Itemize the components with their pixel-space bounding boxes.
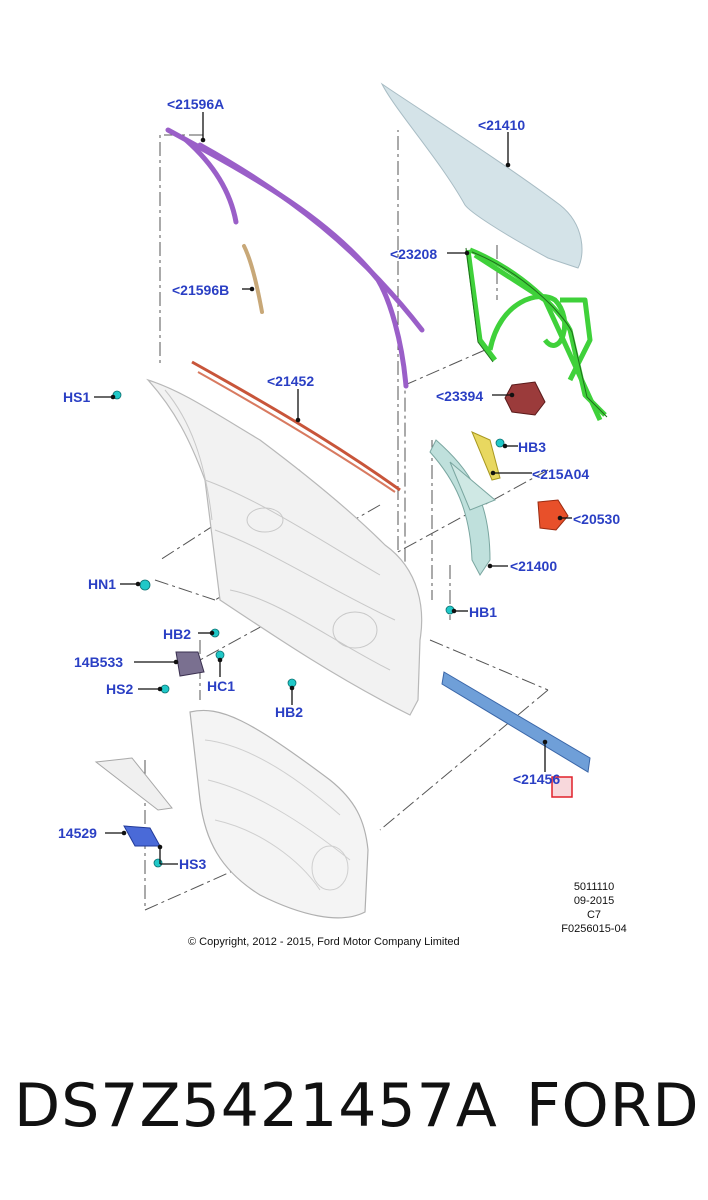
belt-molding bbox=[441, 671, 591, 773]
b-pillar-molding bbox=[242, 244, 264, 314]
switch-bezel bbox=[94, 757, 173, 811]
door-trim-panel bbox=[189, 709, 369, 919]
diagram-date: 09-2015 bbox=[573, 895, 615, 907]
upper-frame-molding bbox=[165, 127, 425, 389]
leader-dots bbox=[110, 137, 563, 850]
door-latch bbox=[537, 499, 569, 531]
callout-14b533: 14B533 bbox=[74, 654, 124, 670]
callout-215a04: <215A04 bbox=[532, 466, 590, 482]
part-number: DS7Z5421457A bbox=[14, 1071, 498, 1141]
diagram-model-code: C7 bbox=[586, 909, 602, 921]
callout-14529: 14529 bbox=[58, 825, 97, 841]
fastener-hb3 bbox=[495, 438, 505, 448]
copyright-notice: © Copyright, 2012 - 2015, Ford Motor Com… bbox=[188, 936, 460, 948]
callout-hn1: HN1 bbox=[88, 576, 117, 592]
callout-21410: <21410 bbox=[478, 117, 526, 133]
belt-weatherstrip bbox=[191, 360, 401, 492]
door-inner-panel bbox=[146, 378, 423, 716]
callout-hb2-center: HB2 bbox=[275, 704, 304, 720]
fastener-hn1 bbox=[139, 579, 151, 591]
diagram-figure-code: F0256015-04 bbox=[561, 923, 627, 935]
callout-hb2-left: HB2 bbox=[163, 626, 192, 642]
brand-name: FORD bbox=[526, 1071, 700, 1141]
callout-hc1: HC1 bbox=[207, 678, 236, 694]
callout-21596b: <21596B bbox=[172, 282, 230, 298]
callout-hb3: HB3 bbox=[518, 439, 547, 455]
callout-hs1: HS1 bbox=[63, 389, 91, 405]
highlight-box bbox=[551, 776, 573, 798]
callout-21596a: <21596A bbox=[167, 96, 225, 112]
fastener-hs3 bbox=[153, 858, 163, 868]
glass-run-bracket bbox=[449, 461, 496, 511]
window-regulator-outline bbox=[465, 247, 608, 418]
callout-23208: <23208 bbox=[390, 246, 438, 262]
door-inner-detail bbox=[164, 389, 396, 671]
regulator-motor bbox=[504, 381, 546, 416]
callout-23394: <23394 bbox=[436, 388, 484, 404]
diagram-number: 5011110 bbox=[573, 881, 615, 893]
exploded-parts-diagram bbox=[94, 82, 608, 919]
door-glass bbox=[380, 82, 583, 269]
door-control-module bbox=[175, 651, 205, 677]
callout-21456: <21456 bbox=[513, 771, 561, 787]
diagram-id-block: 5011110 09-2015 C7 F0256015-04 bbox=[552, 880, 636, 936]
belt-weatherstrip-lower bbox=[197, 371, 396, 493]
door-trim-detail bbox=[204, 739, 351, 891]
callout-hs3: HS3 bbox=[179, 856, 207, 872]
glass-run-channel bbox=[429, 439, 491, 576]
callout-hs2: HS2 bbox=[106, 681, 134, 697]
callout-hb1: HB1 bbox=[469, 604, 498, 620]
callout-21400: <21400 bbox=[510, 558, 558, 574]
glass-run-seal bbox=[471, 431, 501, 481]
window-switch bbox=[123, 825, 161, 847]
callout-20530: <20530 bbox=[573, 511, 621, 527]
callout-21452: <21452 bbox=[267, 373, 315, 389]
